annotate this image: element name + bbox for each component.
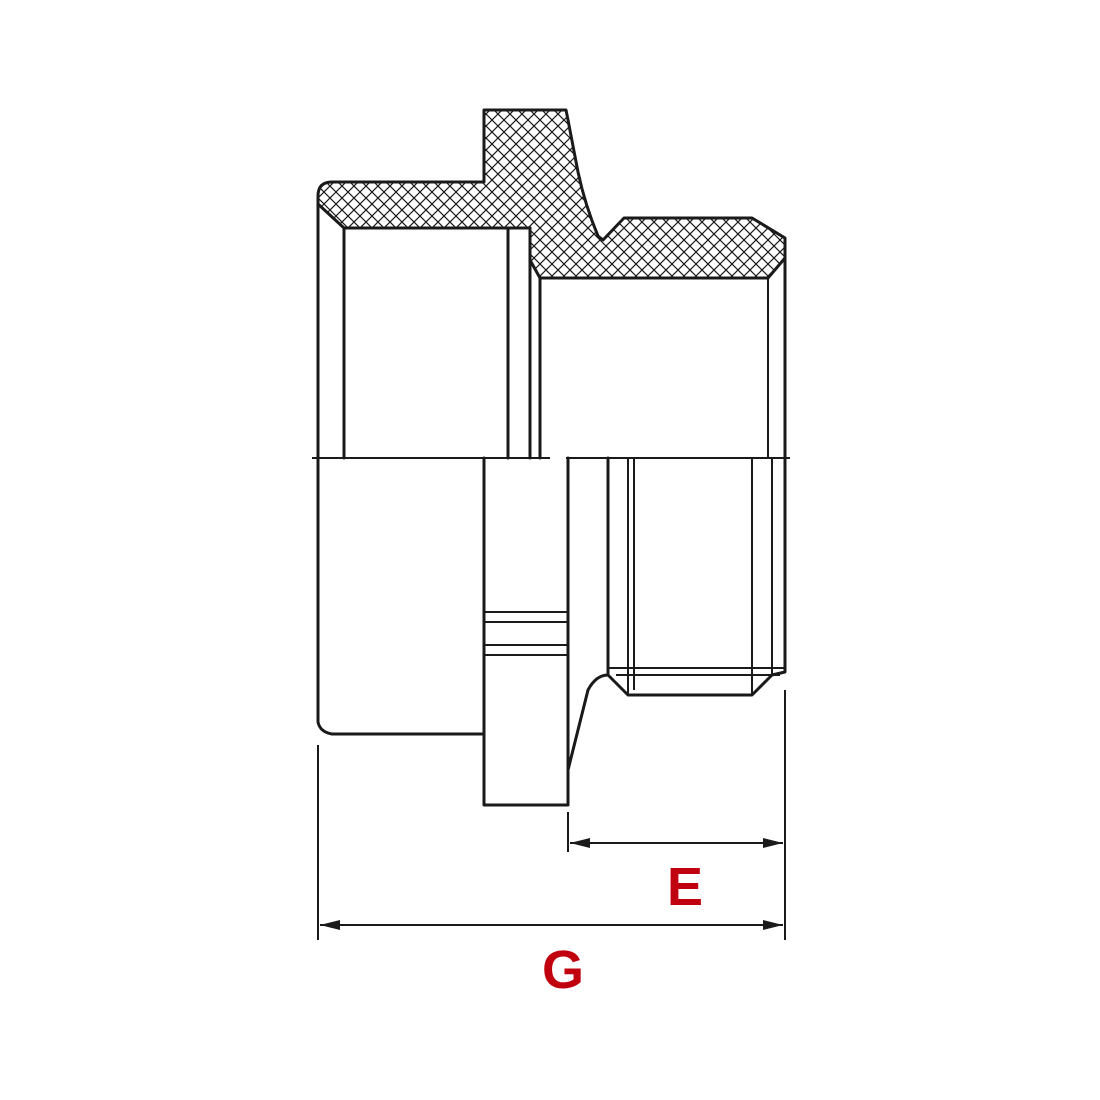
dimension-e-arrow-left xyxy=(570,838,590,848)
exterior-lower-half xyxy=(316,456,787,807)
dimension-g-label: G xyxy=(542,940,584,1000)
dimension-g: G xyxy=(317,745,786,1000)
hatched-wall-section xyxy=(316,108,787,280)
dimension-e: E xyxy=(567,690,786,917)
tapered-flank xyxy=(566,673,610,772)
dimension-g-arrow-left xyxy=(320,920,340,930)
dimension-g-arrow-right xyxy=(763,920,783,930)
nut-flange-exterior xyxy=(482,456,570,807)
dimension-e-arrow-right xyxy=(763,838,783,848)
collar-exterior xyxy=(316,456,486,736)
dimension-e-label: E xyxy=(667,857,703,917)
sectioned-upper-half xyxy=(316,108,787,460)
